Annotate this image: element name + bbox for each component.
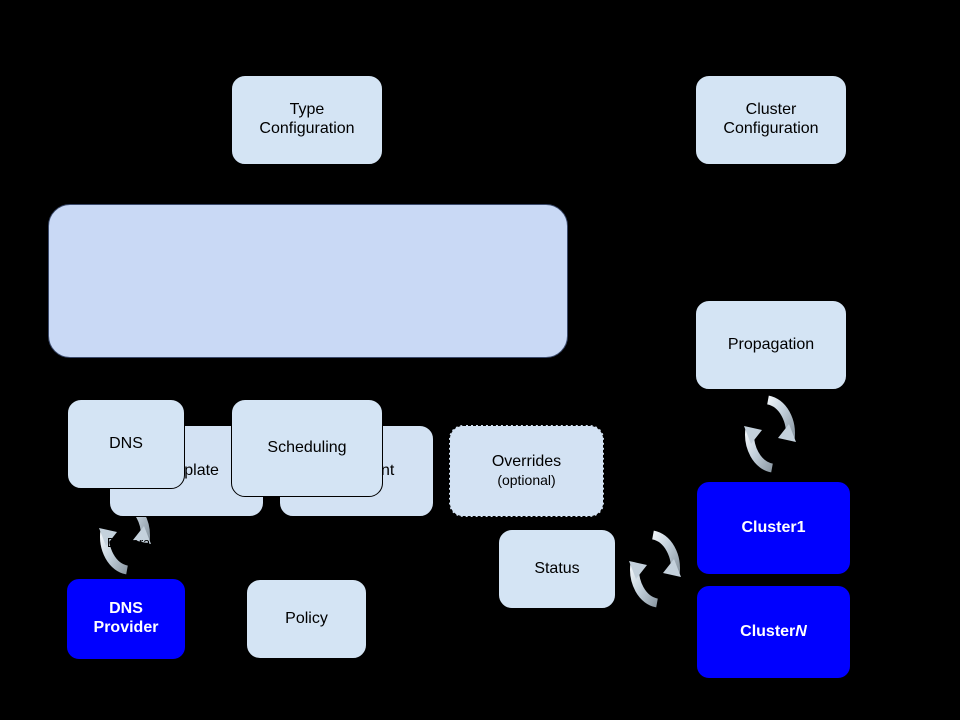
node-scheduling[interactable]: Scheduling xyxy=(231,399,383,497)
node-cluster-configuration[interactable]: Cluster Configuration xyxy=(695,75,847,165)
node-policy[interactable]: Policy xyxy=(246,579,367,659)
node-propagation[interactable]: Propagation xyxy=(695,300,847,390)
sync-icon-propagation xyxy=(744,395,796,473)
node-cluster-n[interactable]: Cluster N xyxy=(697,586,850,678)
node-cluster-n-index: N xyxy=(795,622,807,640)
node-policy-label: Policy xyxy=(285,609,328,627)
node-dns-provider-label: DNS Provider xyxy=(93,600,159,636)
sync-icon-status xyxy=(629,530,681,608)
node-cluster-n-prefix: Cluster xyxy=(740,622,796,640)
node-status[interactable]: Status xyxy=(498,529,616,609)
group-caption: Declaration of resources to be distribut… xyxy=(107,536,335,550)
node-propagation-label: Propagation xyxy=(727,335,815,353)
node-status-label: Status xyxy=(534,559,580,577)
node-dns[interactable]: DNS xyxy=(67,399,185,489)
node-cluster-1-prefix: Cluster xyxy=(741,518,797,536)
node-cluster-1-index: 1 xyxy=(796,518,806,536)
node-overrides-sublabel: (optional) xyxy=(497,472,556,489)
group-resource-declaration: Template Placement Overrides (optional) … xyxy=(48,204,604,550)
node-overrides-label: Overrides xyxy=(491,453,562,471)
node-dns-provider[interactable]: DNS Provider xyxy=(67,579,185,659)
node-scheduling-label: Scheduling xyxy=(267,438,347,456)
node-type-configuration[interactable]: Type Configuration xyxy=(231,75,383,165)
node-cluster-1[interactable]: Cluster 1 xyxy=(697,482,850,574)
node-type-configuration-label: Type Configuration xyxy=(259,101,355,137)
node-dns-label: DNS xyxy=(109,434,143,452)
node-overrides[interactable]: Overrides (optional) xyxy=(449,425,604,517)
node-cluster-configuration-label: Cluster Configuration xyxy=(723,101,819,137)
